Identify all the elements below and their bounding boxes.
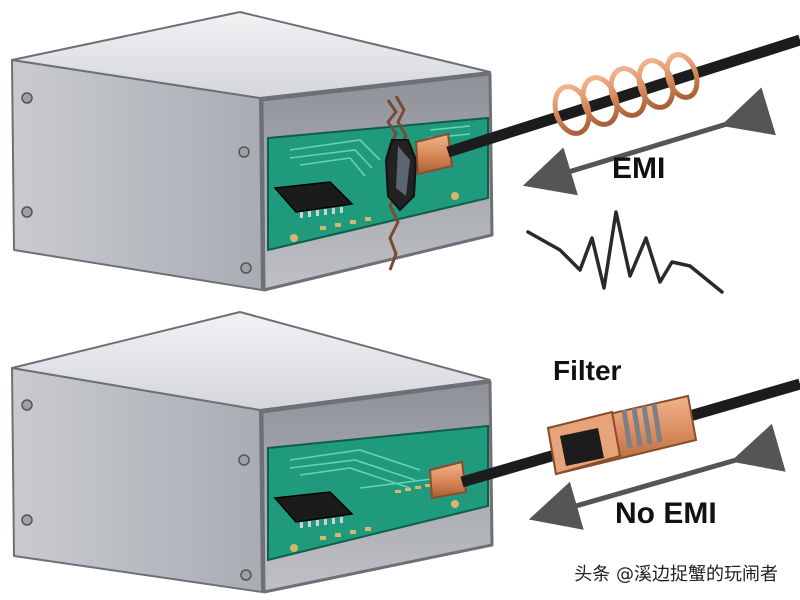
chip-pins [300,517,343,528]
pcb-traces [289,449,441,489]
emi-label: EMI [612,152,666,185]
top-enclosure-lid [11,11,491,99]
screw-icon [240,569,252,581]
top-enclosure-front [11,59,263,291]
screw-icon [21,514,33,526]
screw-icon [21,92,33,104]
top-cable [446,34,800,158]
chip-pins [300,207,343,218]
chip-icon [273,491,354,523]
ferrite-filter [546,394,698,476]
screw-icon [238,454,250,466]
screw-icon [21,399,33,411]
emi-arrow [522,87,776,196]
chip-icon [273,181,354,213]
no-emi-label: No EMI [615,497,717,530]
bottom-enclosure-lid [11,311,491,411]
screw-icon [238,146,250,158]
no-emi-arrow [528,423,786,530]
bottom-enclosure [11,311,494,594]
watermark: 头条 @溪边捉蟹的玩闹者 [574,564,778,585]
filter-label: Filter [553,355,622,386]
top-connector [414,132,454,176]
screw-icon [21,206,33,218]
top-enclosure [11,11,494,292]
bottom-connector [428,460,468,500]
emi-noise-wave [526,210,724,294]
screw-icon [240,262,252,274]
bottom-pcb [267,424,489,562]
pcb-pads [290,484,459,552]
pcb-pads [290,192,459,242]
